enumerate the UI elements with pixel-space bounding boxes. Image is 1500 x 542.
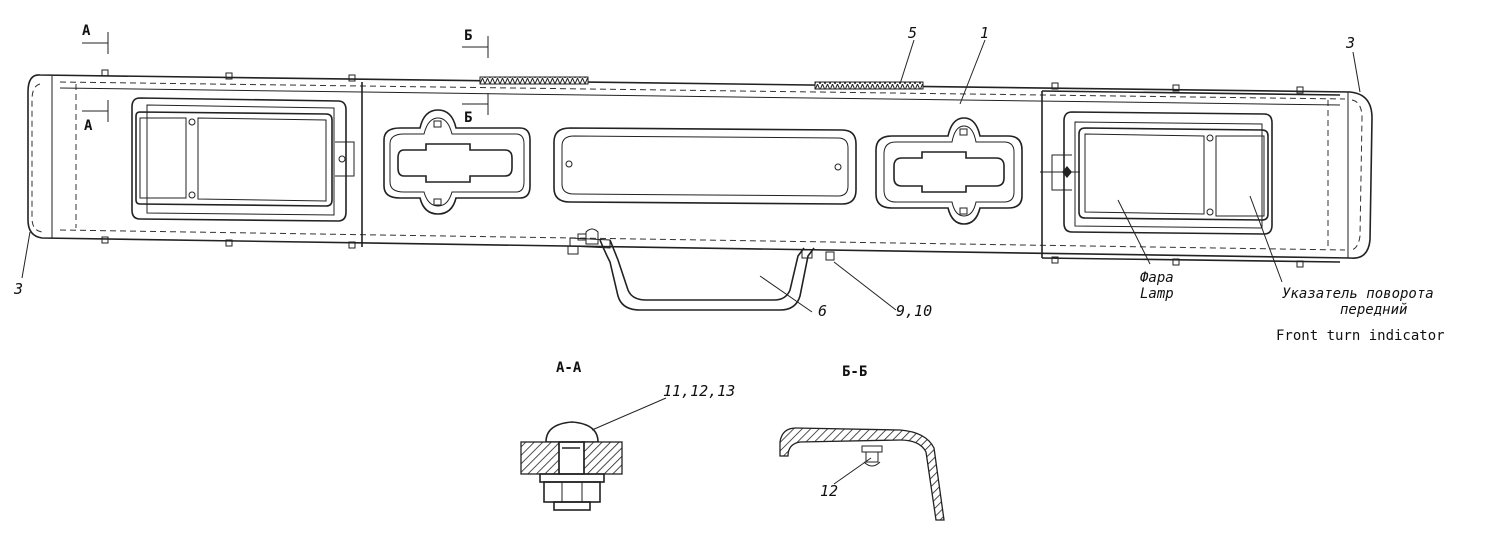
label-section-a-bottom: А [84,118,93,134]
section-marker-a [82,32,109,122]
note-lamp-en: Lamp [1140,286,1174,302]
section-bb-title: Б-Б [842,364,867,380]
note-turn-ru-2: передний [1340,302,1407,318]
label-part-5: 5 [908,24,917,42]
section-aa-title: А-А [556,360,582,376]
right-center-opening [875,117,1023,225]
label-part-3-right: 3 [1345,34,1355,52]
left-lamp-housing [131,97,355,222]
note-turn-ru-1: Указатель поворота [1282,286,1434,302]
section-bb-detail [779,427,945,521]
section-marker-b [462,36,489,115]
left-center-opening [383,109,531,215]
right-lamp-housing [1040,111,1273,235]
callout-notes: Фара Lamp Указатель поворота передний Fr… [1140,270,1445,344]
label-part-6: 6 [818,302,827,320]
label-section-b-top: Б [464,28,472,44]
label-section-b-bottom: Б [464,110,472,126]
label-part-1: 1 [980,24,989,42]
note-lamp-ru: Фара [1140,270,1174,286]
bumper-body [27,69,1373,268]
note-turn-en: Front turn indicator [1276,328,1445,344]
handle [567,228,835,311]
leader-lines [21,39,1361,485]
label-part-12: 12 [820,482,838,500]
center-panel [553,127,857,205]
section-aa-detail [520,421,623,511]
label-part-11-12-13: 11,12,13 [663,382,735,400]
part-labels: 1 5 3 3 6 9,10 11,12,13 12 А А Б Б А-А Б… [13,23,1355,500]
label-part-9-10: 9,10 [896,302,932,320]
label-part-3-left: 3 [13,280,23,298]
label-section-a-top: А [82,23,91,39]
